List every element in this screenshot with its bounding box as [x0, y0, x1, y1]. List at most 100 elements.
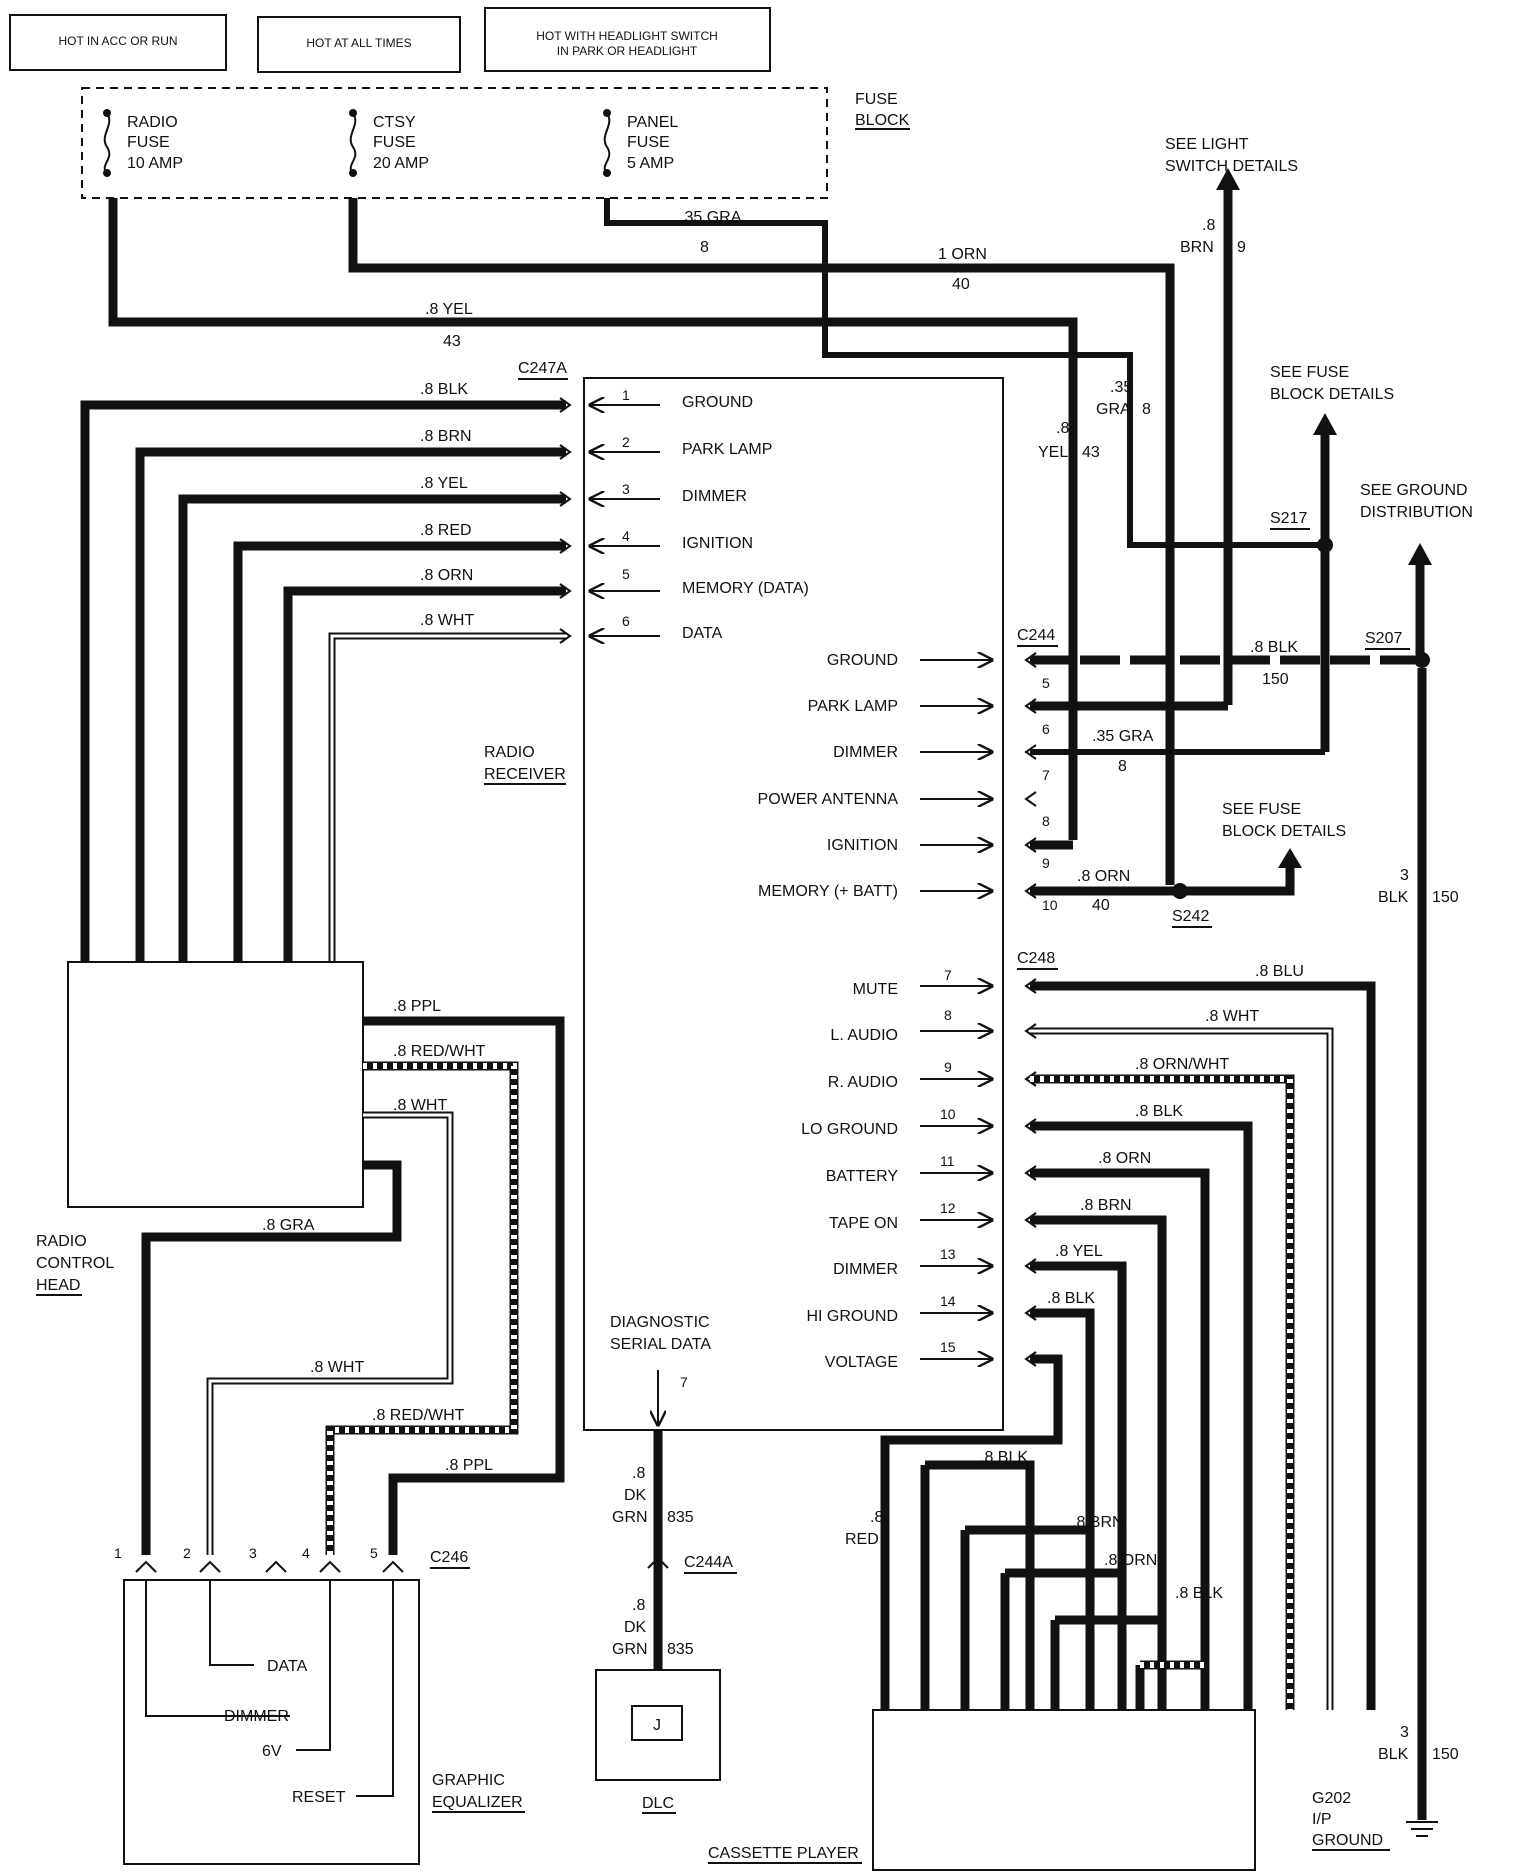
- radio-receiver-label-2: RECEIVER: [484, 766, 566, 783]
- receiver-c244-pins: GROUND PARK LAMP DIMMER POWER ANTENNA IG…: [758, 652, 992, 900]
- c248-pin-8-num: 8: [944, 1007, 952, 1023]
- ground-dist-ref-2: DISTRIBUTION: [1360, 504, 1473, 521]
- radio-fuse-amps: 10 AMP: [127, 155, 183, 172]
- eq-pin-4: 4: [302, 1545, 310, 1561]
- diag-pin: 7: [680, 1374, 688, 1390]
- left-pin-3-num: 3: [622, 481, 630, 497]
- left-pin-5-name: MEMORY (DATA): [682, 580, 809, 597]
- cassette-red-2: RED: [845, 1531, 879, 1548]
- eq-ppl: .8 PPL: [445, 1457, 493, 1474]
- c248-pin-10-num: 10: [940, 1106, 956, 1122]
- legend-headlight-text-1: HOT WITH HEADLIGHT SWITCH: [536, 29, 718, 43]
- c248-label: C248: [1017, 950, 1055, 967]
- ground-wire-b-num: 150: [1432, 1746, 1459, 1763]
- ctrl-red-wht: .8 RED/WHT: [393, 1043, 486, 1060]
- c248-wires: C248 .8 BLU .8 WHT .8 ORN/WHT .8 BLK .8 …: [845, 950, 1376, 1710]
- radio-control-head: RADIO CONTROL HEAD .8 PPL .8 RED/WHT .8 …: [36, 961, 565, 1555]
- light-switch-ref-2: SWITCH DETAILS: [1165, 158, 1298, 175]
- c248-pin-9-name: R. AUDIO: [828, 1074, 898, 1091]
- fuse-details-b2: BLOCK DETAILS: [1222, 823, 1346, 840]
- yel-8-b-num: 43: [1082, 444, 1100, 461]
- c247a-wire-5: .8 ORN: [420, 567, 473, 584]
- ground-g2: I/P: [1312, 1811, 1332, 1828]
- c248-pin-15-name: VOLTAGE: [825, 1354, 898, 1371]
- radio-fuse: RADIO FUSE 10 AMP: [103, 109, 183, 177]
- ground-wire-b1: 3: [1400, 1724, 1409, 1741]
- c246-label: C246: [430, 1549, 468, 1566]
- receiver-left-pins: 1 GROUND 2 PARK LAMP 3 DIMMER 4 IGNITION…: [590, 387, 809, 642]
- dlc-pin: J: [653, 1717, 661, 1734]
- legend-all-times-text: HOT AT ALL TIMES: [306, 36, 411, 50]
- cassette-player: CASSETTE PLAYER: [708, 1709, 1256, 1871]
- ground-g3: GROUND: [1312, 1832, 1383, 1849]
- ctrl-wht: .8 WHT: [393, 1097, 447, 1114]
- dlc-wire-a-3: GRN: [612, 1509, 648, 1526]
- eq-wht: .8 WHT: [310, 1359, 364, 1376]
- dlc-wire-b-num: 835: [667, 1641, 694, 1658]
- graphic-equalizer: 1 2 3 4 5 C246 DATA DIMMER 6V RESET GRAP…: [114, 1545, 525, 1865]
- radio-control-head-box: [67, 961, 364, 1208]
- orn-1-num: 40: [952, 276, 970, 293]
- eq-dimmer: DIMMER: [224, 1708, 289, 1725]
- dlc-wire-b-1: .8: [632, 1597, 645, 1614]
- eq-red-wht: .8 RED/WHT: [372, 1407, 465, 1424]
- c244-pin-10-name: MEMORY (+ BATT): [758, 883, 898, 900]
- c248-wire-orn: .8 ORN: [1098, 1150, 1151, 1167]
- wire-yel-43: [108, 198, 1078, 840]
- light-switch-ref-1: SEE LIGHT: [1165, 136, 1249, 153]
- c248-wire-blk-1: .8 BLK: [1135, 1103, 1183, 1120]
- panel-fuse-amps: 5 AMP: [627, 155, 674, 172]
- yel-8-num: 43: [443, 333, 461, 350]
- orn-1-label: 1 ORN: [938, 246, 987, 263]
- s217-label: S217: [1270, 510, 1307, 527]
- c248-pin-12-name: TAPE ON: [829, 1215, 898, 1232]
- s207-label: S207: [1365, 630, 1402, 647]
- fuse-block: FUSE BLOCK RADIO FUSE 10 AMP CTSY FUSE 2…: [81, 87, 910, 199]
- c248-wire-brn: .8 BRN: [1080, 1197, 1132, 1214]
- c248-pin-10-name: LO GROUND: [801, 1121, 898, 1138]
- control-head-label-2: CONTROL: [36, 1255, 114, 1272]
- brn-8: .8: [1202, 217, 1215, 234]
- cassette-blk-2: .8 BLK: [1175, 1585, 1223, 1602]
- radio-receiver: RADIO RECEIVER 1 GROUND 2 PARK LAMP 3 DI…: [484, 377, 1004, 1431]
- radio-fuse-name: RADIO: [127, 114, 178, 131]
- wire-ppl: [363, 1016, 565, 1555]
- ctsy-fuse-label: FUSE: [373, 134, 416, 151]
- yel-8-label: .8 YEL: [425, 301, 473, 318]
- ground-wire-a1: 3: [1400, 867, 1409, 884]
- left-pin-4-num: 4: [622, 528, 630, 544]
- c244-pin-10: 10: [1042, 897, 1058, 913]
- c247a-wire-2: .8 BRN: [420, 428, 472, 445]
- s242-label: S242: [1172, 908, 1209, 925]
- fuse-block-label-1: FUSE: [855, 91, 898, 108]
- c247a-label: C247A: [518, 360, 567, 377]
- eq-pin-5: 5: [370, 1545, 378, 1561]
- c248-pin-14-name: HI GROUND: [806, 1308, 898, 1325]
- dlc-wire-b-3: GRN: [612, 1641, 648, 1658]
- c248-pin-13-name: DIMMER: [833, 1261, 898, 1278]
- fuse-details-b1: SEE FUSE: [1222, 801, 1301, 818]
- eq-6v: 6V: [262, 1743, 282, 1760]
- cassette-orn: .8 ORN: [1104, 1552, 1157, 1569]
- legend: HOT IN ACC OR RUN HOT AT ALL TIMES HOT W…: [9, 7, 771, 73]
- c244a-label: C244A: [684, 1554, 733, 1571]
- fuse-details-ref: SEE FUSE BLOCK DETAILS: [1270, 364, 1394, 752]
- ground-g1: G202: [1312, 1790, 1351, 1807]
- cassette-label: CASSETTE PLAYER: [708, 1845, 859, 1862]
- brn-8-num: 9: [1237, 239, 1246, 256]
- left-pin-4-name: IGNITION: [682, 535, 753, 552]
- control-head-label-3: HEAD: [36, 1277, 80, 1294]
- dlc-wire-b-2: DK: [624, 1619, 647, 1636]
- c244-pin-5-name: GROUND: [827, 652, 898, 669]
- c248-wire-blk-2: .8 BLK: [1047, 1290, 1095, 1307]
- gra-35-b-num: 8: [1142, 401, 1151, 418]
- graphic-equalizer-box: [123, 1579, 420, 1865]
- left-pin-5-num: 5: [622, 566, 630, 582]
- ground-wire-a2: BLK: [1378, 889, 1409, 906]
- light-switch-ref: SEE LIGHT SWITCH DETAILS .8 BRN 9: [1165, 136, 1298, 705]
- c244-orn: .8 ORN: [1077, 868, 1130, 885]
- control-head-label-1: RADIO: [36, 1233, 87, 1250]
- receiver-c248-pins: 7 MUTE 8 L. AUDIO 9 R. AUDIO 10 LO GROUN…: [801, 967, 992, 1371]
- c244-blk-num: 150: [1262, 671, 1289, 688]
- ground-dist-ref: SEE GROUND DISTRIBUTION: [1360, 482, 1473, 660]
